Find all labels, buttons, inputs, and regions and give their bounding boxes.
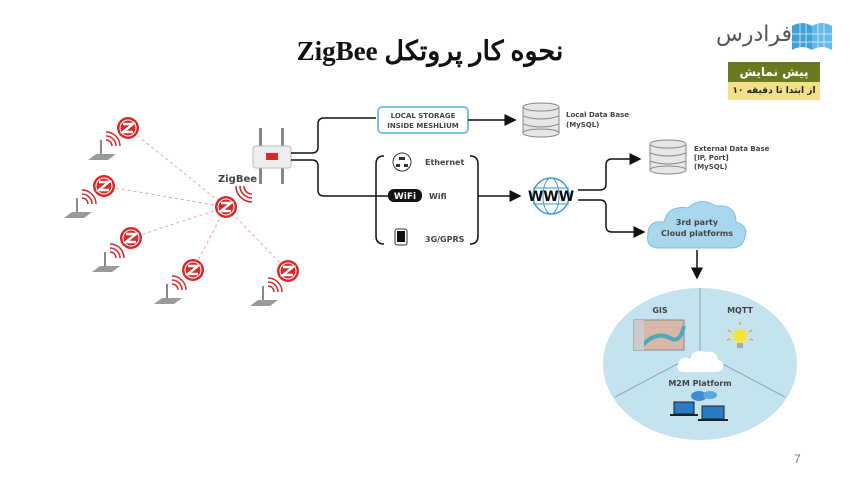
- page-number: 7: [794, 452, 801, 466]
- zigbee-label: ZigBee: [218, 174, 257, 185]
- sensor-node-icon: [153, 275, 187, 305]
- sensor-node-icon: [87, 131, 121, 161]
- www-globe-icon: WWW: [528, 177, 574, 215]
- cloud-line2: Cloud platforms: [661, 229, 733, 238]
- book-icon: [792, 23, 832, 50]
- gis-label: GIS: [652, 306, 668, 315]
- preview-title: پیش نمایش: [728, 62, 820, 82]
- cloud-line1: 3rd party: [676, 218, 719, 227]
- logo-text: فرادرس: [716, 22, 793, 47]
- local-db-sub: (MySQL): [566, 121, 599, 129]
- www-label: WWW: [528, 189, 574, 205]
- small-cloud-icon: [677, 350, 724, 372]
- wifi-badge-text: WiFi: [394, 192, 416, 202]
- local-storage-line1: LOCAL STORAGE: [391, 112, 456, 120]
- lightbulb-icon: [726, 322, 754, 348]
- zigbee-icon: [275, 258, 301, 284]
- mesh-links: [103, 127, 289, 272]
- meshlium-gateway-icon: [252, 128, 292, 184]
- zigbee-icon: [180, 257, 206, 283]
- zigbee-icon: [91, 173, 117, 199]
- zigbee-icon: [115, 115, 141, 141]
- wifi-label: Wifi: [429, 192, 447, 201]
- external-db-ip: [IP, Port]: [694, 154, 729, 162]
- zigbee-icon: [118, 225, 144, 251]
- page-title: نحوه کار پروتکل ZigBee: [296, 36, 564, 66]
- ethernet-label: Ethernet: [425, 158, 464, 167]
- gis-map-icon: [633, 319, 686, 351]
- gprs-label: 3G/GPRS: [425, 235, 465, 244]
- m2m-label: M2M Platform: [668, 379, 731, 388]
- faradars-logo: فرادرس: [716, 18, 834, 58]
- local-database-icon: [522, 102, 560, 138]
- signal-icon: [235, 185, 253, 203]
- wifi-icon: WiFi: [388, 189, 422, 202]
- external-database-icon: [649, 139, 687, 175]
- external-db-label: External Data Base: [694, 145, 770, 153]
- laptops-icon: [670, 391, 728, 421]
- external-db-sub: (MySQL): [694, 163, 727, 171]
- local-storage-line2: INSIDE MESHLIUM: [387, 122, 459, 130]
- zigbee-coordinator-icon: [213, 194, 239, 220]
- sensor-node-icon: [63, 189, 97, 219]
- sensor-node-icon: [249, 277, 283, 307]
- preview-badge: پیش نمایش از ابتدا تا دقیقه ۱۰: [728, 62, 820, 102]
- local-db-label: Local Data Base: [566, 111, 629, 119]
- cloud-icon: [647, 201, 747, 249]
- sensor-node-icon: [91, 243, 125, 273]
- mobile-icon: [394, 228, 408, 246]
- zigbee-end-nodes: [63, 115, 301, 307]
- preview-subtitle: از ابتدا تا دقیقه ۱۰: [728, 82, 820, 100]
- ethernet-icon: [392, 152, 412, 172]
- mqtt-label: MQTT: [727, 306, 753, 315]
